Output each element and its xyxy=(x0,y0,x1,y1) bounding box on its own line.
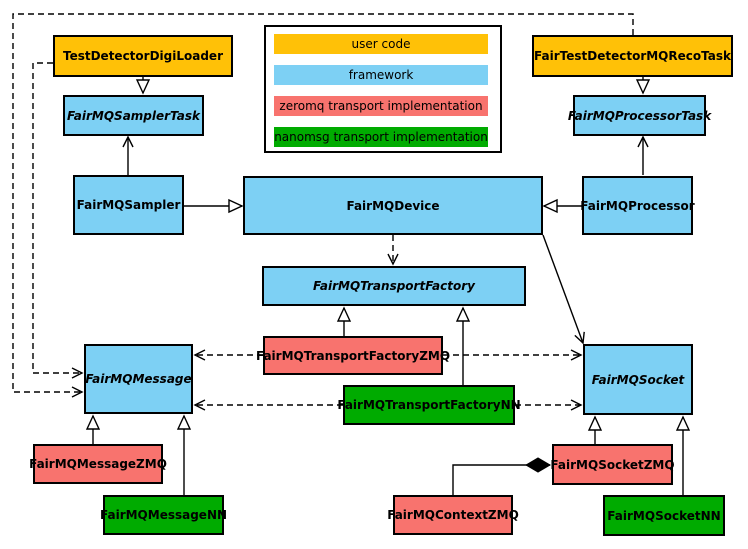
node-label: FairMQDevice xyxy=(346,198,440,213)
node-fair-mq-message: FairMQMessage xyxy=(84,344,193,414)
node-label: FairMQSampler xyxy=(76,198,181,212)
legend-item-nanomsg: nanomsg transport implementation xyxy=(274,127,488,147)
edge-comp-contextzmq-socketzmq xyxy=(452,457,551,495)
node-test-detector-digi-loader: TestDetectorDigiLoader xyxy=(53,35,233,77)
edge-assoc-device-socket xyxy=(542,234,585,345)
node-label: FairMQSocketZMQ xyxy=(550,457,675,472)
node-fair-mq-message-zmq: FairMQMessageZMQ xyxy=(29,444,167,484)
node-label: FairMQContextZMQ xyxy=(387,508,519,522)
node-fair-mq-message-nn: FairMQMessageNN xyxy=(99,495,228,535)
node-fair-mq-processor: FairMQProcessor xyxy=(580,176,695,235)
node-label: FairTestDetectorMQRecoTask xyxy=(534,49,731,63)
node-label: FairMQMessageNN xyxy=(99,508,228,522)
node-label: FairMQMessage xyxy=(85,372,192,386)
node-fair-mq-sampler: FairMQSampler xyxy=(73,175,184,235)
legend-box: user code framework zeromq transport imp… xyxy=(264,25,502,153)
node-fair-test-detector-mq-reco-task: FairTestDetectorMQRecoTask xyxy=(532,35,733,77)
node-fair-mq-transport-factory-zmq: FairMQTransportFactoryZMQ xyxy=(256,336,450,375)
node-label: FairMQMessageZMQ xyxy=(29,457,167,471)
node-label: FairMQSocket xyxy=(591,372,685,387)
node-fair-mq-socket-zmq: FairMQSocketZMQ xyxy=(550,444,675,485)
legend-item-user-code: user code xyxy=(274,34,488,54)
node-fair-mq-transport-factory: FairMQTransportFactory xyxy=(262,266,526,306)
node-label: FairMQSocketNN xyxy=(607,508,721,523)
legend-item-framework: framework xyxy=(274,65,488,85)
node-label: FairMQSamplerTask xyxy=(66,108,201,123)
node-label: FairMQProcessorTask xyxy=(567,108,712,123)
node-label: FairMQTransportFactory xyxy=(313,279,475,293)
node-fair-mq-socket-nn: FairMQSocketNN xyxy=(603,495,725,536)
node-fair-mq-context-zmq: FairMQContextZMQ xyxy=(387,495,519,535)
node-label: FairMQProcessor xyxy=(580,198,695,213)
node-fair-mq-device: FairMQDevice xyxy=(243,176,543,235)
node-fair-mq-transport-factory-nn: FairMQTransportFactoryNN xyxy=(337,385,521,425)
legend-item-zeromq: zeromq transport implementation xyxy=(274,96,488,116)
node-fair-mq-socket: FairMQSocket xyxy=(583,344,693,415)
node-label: TestDetectorDigiLoader xyxy=(62,49,223,63)
node-label: FairMQTransportFactoryZMQ xyxy=(255,348,451,363)
node-fair-mq-processor-task: FairMQProcessorTask xyxy=(568,95,711,136)
node-fair-mq-sampler-task: FairMQSamplerTask xyxy=(63,95,204,136)
node-label: FairMQTransportFactoryNN xyxy=(337,398,521,412)
